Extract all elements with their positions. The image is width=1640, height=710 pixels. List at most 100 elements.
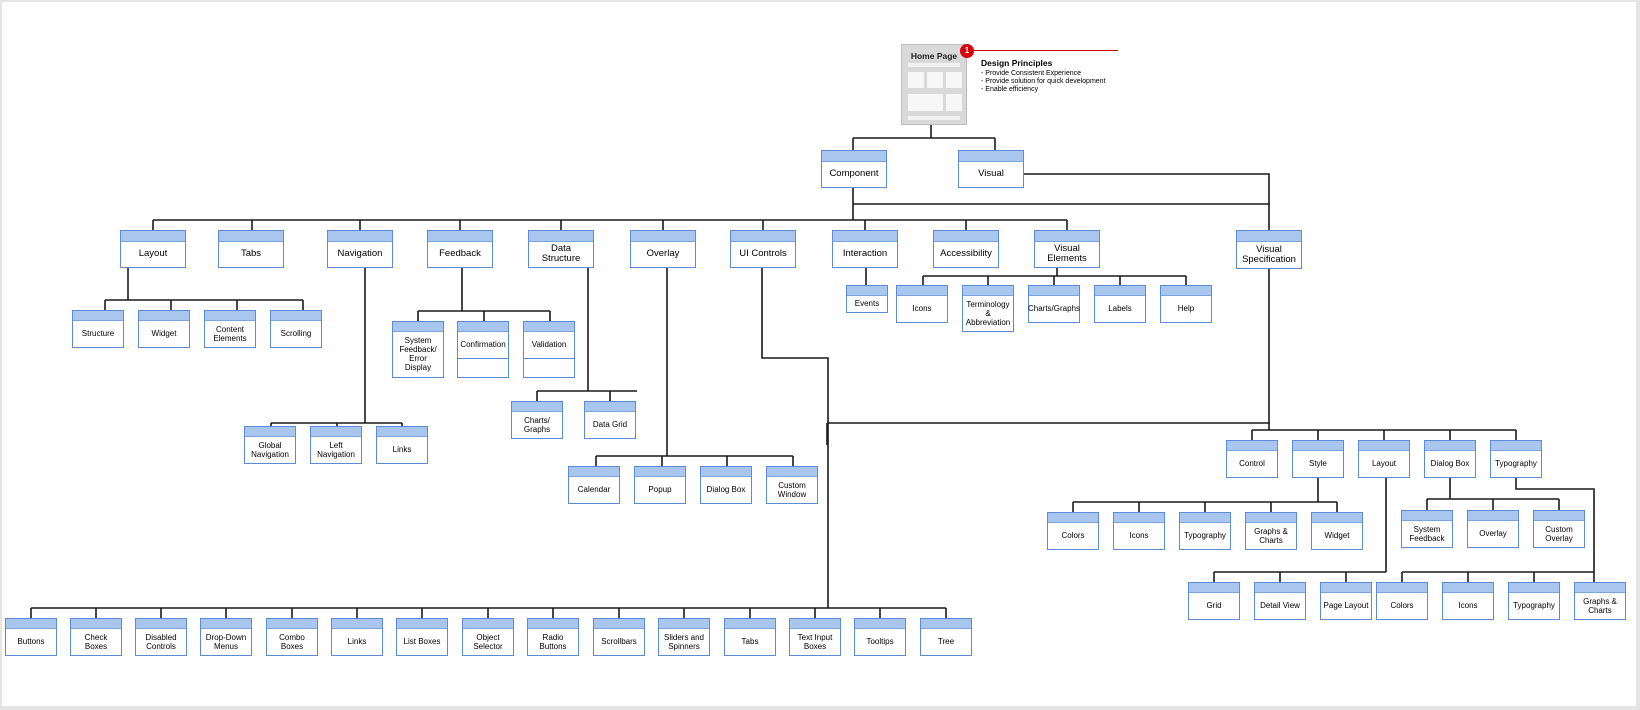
node-tree[interactable]: Tree <box>920 618 972 656</box>
node-header <box>201 619 251 629</box>
node-text-input-boxes[interactable]: Text Input Boxes <box>789 618 841 656</box>
node-list-boxes[interactable]: List Boxes <box>396 618 448 656</box>
node-links[interactable]: Links <box>331 618 383 656</box>
node-custom-overlay[interactable]: Custom Overlay <box>1533 510 1585 548</box>
node-widget[interactable]: Widget <box>1311 512 1363 550</box>
node-popup[interactable]: Popup <box>634 466 686 504</box>
node-tabs[interactable]: Tabs <box>218 230 284 268</box>
node-layout[interactable]: Layout <box>120 230 186 268</box>
node-visual-elements[interactable]: Visual Elements <box>1034 230 1100 268</box>
node-tooltips[interactable]: Tooltips <box>854 618 906 656</box>
node-label: Dialog Box <box>1430 459 1470 468</box>
node-icons[interactable]: Icons <box>896 285 948 323</box>
node-custom-window[interactable]: Custom Window <box>766 466 818 504</box>
node-buttons[interactable]: Buttons <box>5 618 57 656</box>
node-grid[interactable]: Grid <box>1188 582 1240 620</box>
node-data-grid[interactable]: Data Grid <box>584 401 636 439</box>
node-label: Graphs & Charts <box>1254 526 1288 545</box>
node-widget[interactable]: Widget <box>138 310 190 348</box>
node-interaction[interactable]: Interaction <box>832 230 898 268</box>
node-header <box>701 467 751 477</box>
home-page-node[interactable]: Home Page <box>901 44 967 125</box>
node-header <box>855 619 905 629</box>
node-label: Visual Elements <box>1047 243 1087 264</box>
node-page-layout[interactable]: Page Layout <box>1320 582 1372 620</box>
node-header <box>767 467 817 477</box>
node-header <box>659 619 709 629</box>
node-header <box>332 619 382 629</box>
node-drop-down-menus[interactable]: Drop-Down Menus <box>200 618 252 656</box>
node-label: Data Structure <box>541 243 581 264</box>
node-visual[interactable]: Visual <box>958 150 1024 188</box>
node-label: Typography <box>1495 459 1537 468</box>
node-system-feedback-error-display[interactable]: System Feedback/ Error Display <box>392 321 444 378</box>
node-header <box>631 231 695 242</box>
node-links[interactable]: Links <box>376 426 428 464</box>
node-scrolling[interactable]: Scrolling <box>270 310 322 348</box>
node-style[interactable]: Style <box>1292 440 1344 478</box>
node-icons[interactable]: Icons <box>1113 512 1165 550</box>
node-disabled-controls[interactable]: Disabled Controls <box>135 618 187 656</box>
node-events[interactable]: Events <box>846 285 888 313</box>
node-label: Confirmation <box>460 340 506 349</box>
node-overlay[interactable]: Overlay <box>1467 510 1519 548</box>
node-label: Colors <box>1061 531 1085 540</box>
node-navigation[interactable]: Navigation <box>327 230 393 268</box>
node-label: System Feedback <box>1409 524 1445 543</box>
node-validation[interactable]: Validation <box>523 321 575 359</box>
node-global-navigation[interactable]: Global Navigation <box>244 426 296 464</box>
node-help[interactable]: Help <box>1160 285 1212 323</box>
node-visual-specification[interactable]: Visual Specification <box>1236 230 1302 269</box>
node-label: Popup <box>648 485 672 494</box>
node-typography[interactable]: Typography <box>1508 582 1560 620</box>
node-terminology-abbreviation[interactable]: Terminology & Abbreviation <box>962 285 1014 332</box>
node-combo-boxes[interactable]: Combo Boxes <box>266 618 318 656</box>
node-header <box>245 427 295 437</box>
node-sliders-and-spinners[interactable]: Sliders and Spinners <box>658 618 710 656</box>
node-accessibility[interactable]: Accessibility <box>933 230 999 268</box>
node-header <box>428 231 492 242</box>
node-typography[interactable]: Typography <box>1490 440 1542 478</box>
node-header <box>524 322 574 332</box>
node-header <box>1255 583 1305 593</box>
node-overlay[interactable]: Overlay <box>630 230 696 268</box>
node-label: Visual <box>978 168 1004 179</box>
node-layout[interactable]: Layout <box>1358 440 1410 478</box>
node-graphs-charts[interactable]: Graphs & Charts <box>1245 512 1297 550</box>
node-label: Text Input Boxes <box>797 632 833 651</box>
node-content-elements[interactable]: Content Elements <box>204 310 256 348</box>
node-scrollbars[interactable]: Scrollbars <box>593 618 645 656</box>
node-feedback[interactable]: Feedback <box>427 230 493 268</box>
node-label: Control <box>1239 459 1265 468</box>
node-object-selector[interactable]: Object Selector <box>462 618 514 656</box>
node-icons[interactable]: Icons <box>1442 582 1494 620</box>
node-confirmation[interactable]: Confirmation <box>457 321 509 359</box>
node-charts-graphs[interactable]: Charts/ Graphs <box>511 401 563 439</box>
thumbnail-cell <box>908 72 924 88</box>
node-component[interactable]: Component <box>821 150 887 188</box>
node-dialog-box[interactable]: Dialog Box <box>1424 440 1476 478</box>
node-check-boxes[interactable]: Check Boxes <box>70 618 122 656</box>
node-graphs-charts[interactable]: Graphs & Charts <box>1574 582 1626 620</box>
node-radio-buttons[interactable]: Radio Buttons <box>527 618 579 656</box>
node-colors[interactable]: Colors <box>1047 512 1099 550</box>
node-header <box>959 151 1023 162</box>
thumbnail-cell <box>946 94 962 111</box>
node-system-feedback[interactable]: System Feedback <box>1401 510 1453 548</box>
node-detail-view[interactable]: Detail View <box>1254 582 1306 620</box>
node-ui-controls[interactable]: UI Controls <box>730 230 796 268</box>
node-calendar[interactable]: Calendar <box>568 466 620 504</box>
node-left-navigation[interactable]: Left Navigation <box>310 426 362 464</box>
node-typography[interactable]: Typography <box>1179 512 1231 550</box>
node-tabs[interactable]: Tabs <box>724 618 776 656</box>
node-label: List Boxes <box>403 637 441 646</box>
node-data-structure[interactable]: Data Structure <box>528 230 594 268</box>
design-principles-note: Design Principles - Provide Consistent E… <box>981 58 1106 94</box>
node-labels[interactable]: Labels <box>1094 285 1146 323</box>
node-colors[interactable]: Colors <box>1376 582 1428 620</box>
node-structure[interactable]: Structure <box>72 310 124 348</box>
node-charts-graphs[interactable]: Charts/Graphs <box>1028 285 1080 323</box>
node-control[interactable]: Control <box>1226 440 1278 478</box>
node-dialog-box[interactable]: Dialog Box <box>700 466 752 504</box>
thumbnail-bar <box>908 116 960 120</box>
